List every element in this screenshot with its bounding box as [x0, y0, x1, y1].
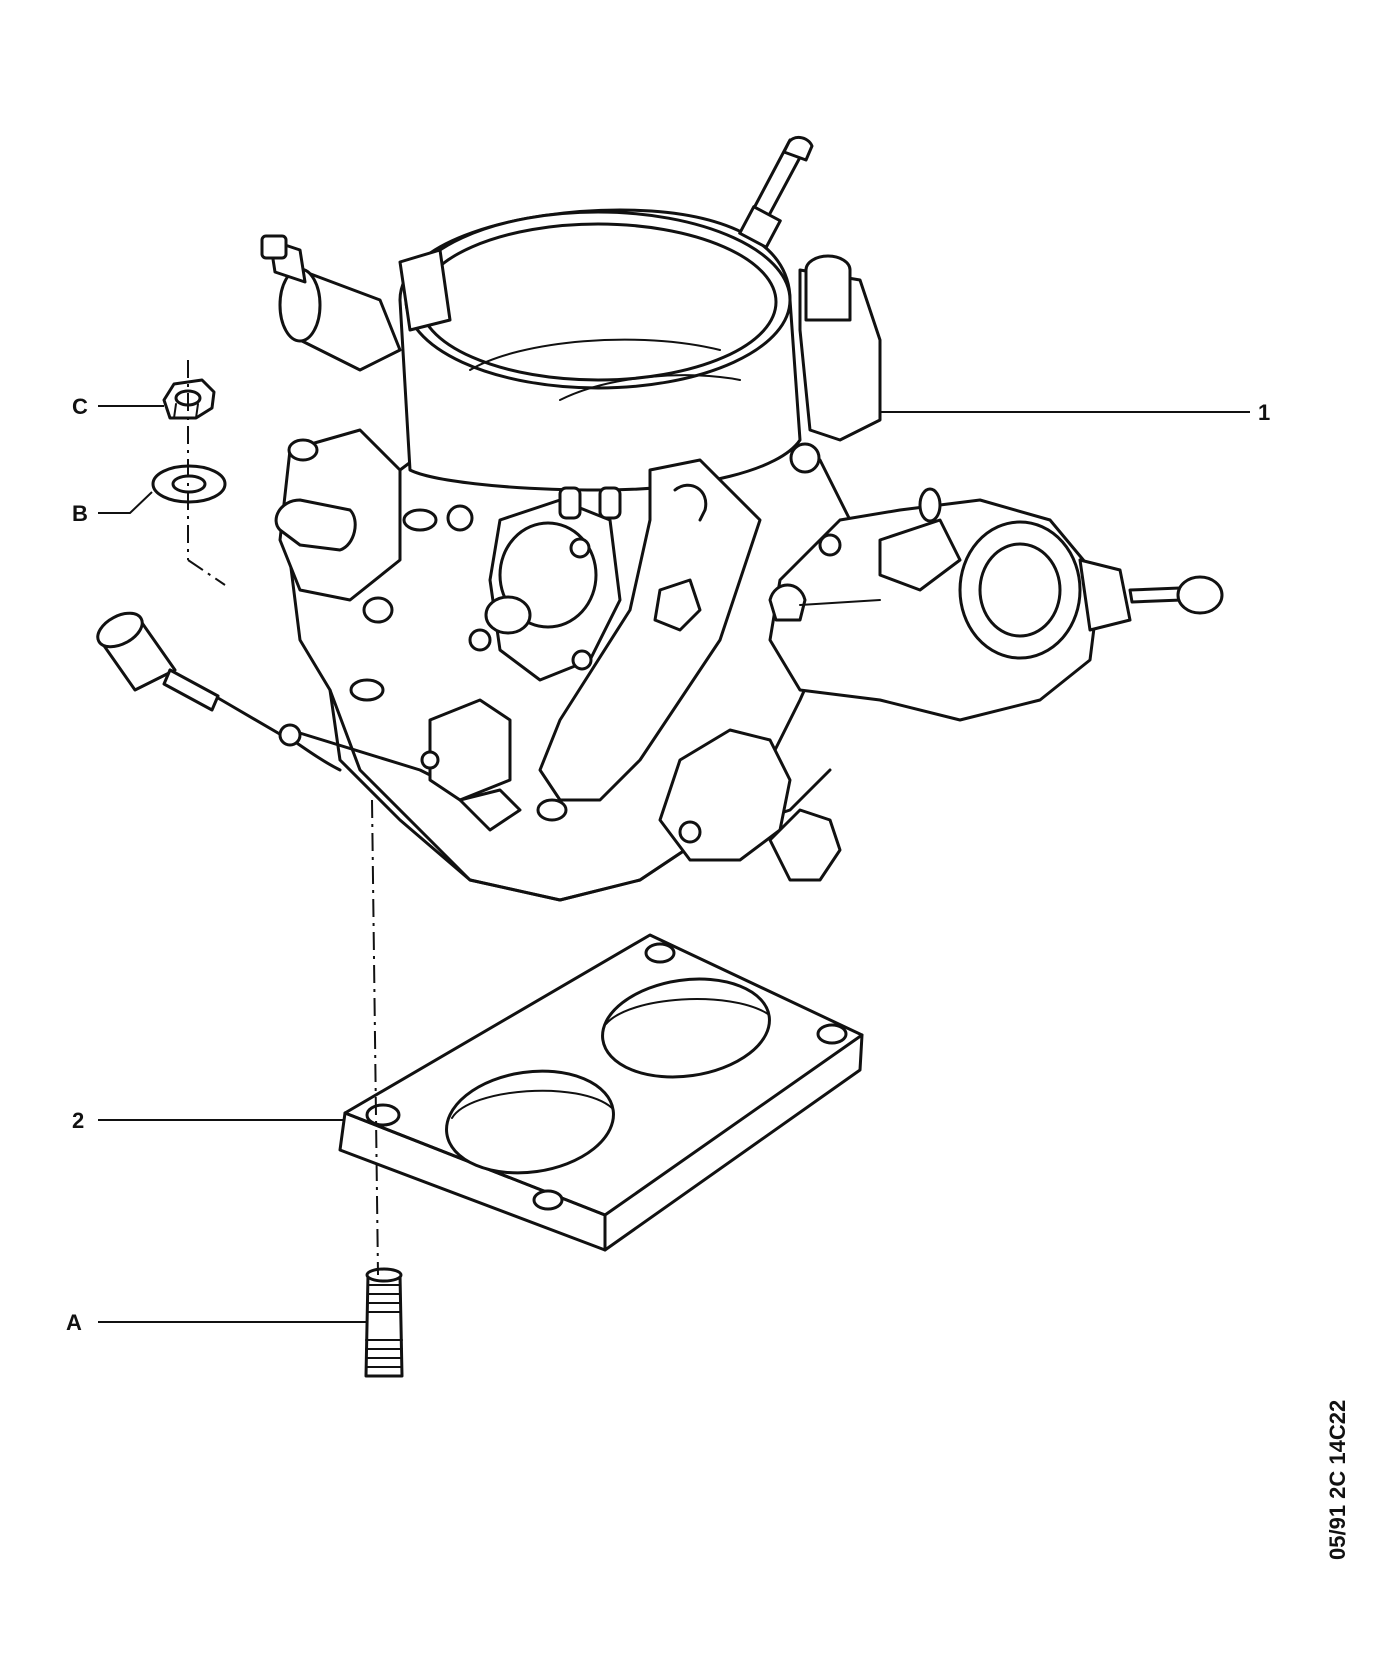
callout-c: C [72, 394, 88, 419]
callout-b: B [72, 501, 88, 526]
callout-a: A [66, 1310, 82, 1335]
leader-lines [98, 405, 1250, 1323]
throttle-body-icon [96, 136, 1224, 902]
callout-2: 2 [72, 1108, 84, 1133]
flange-gasket-icon [338, 933, 864, 1252]
callout-1: 1 [1258, 400, 1270, 425]
assembly-lines [187, 360, 379, 1276]
threaded-stud-icon [364, 1267, 404, 1378]
reference-code: 05/91 2C 14C22 [1325, 1400, 1350, 1560]
